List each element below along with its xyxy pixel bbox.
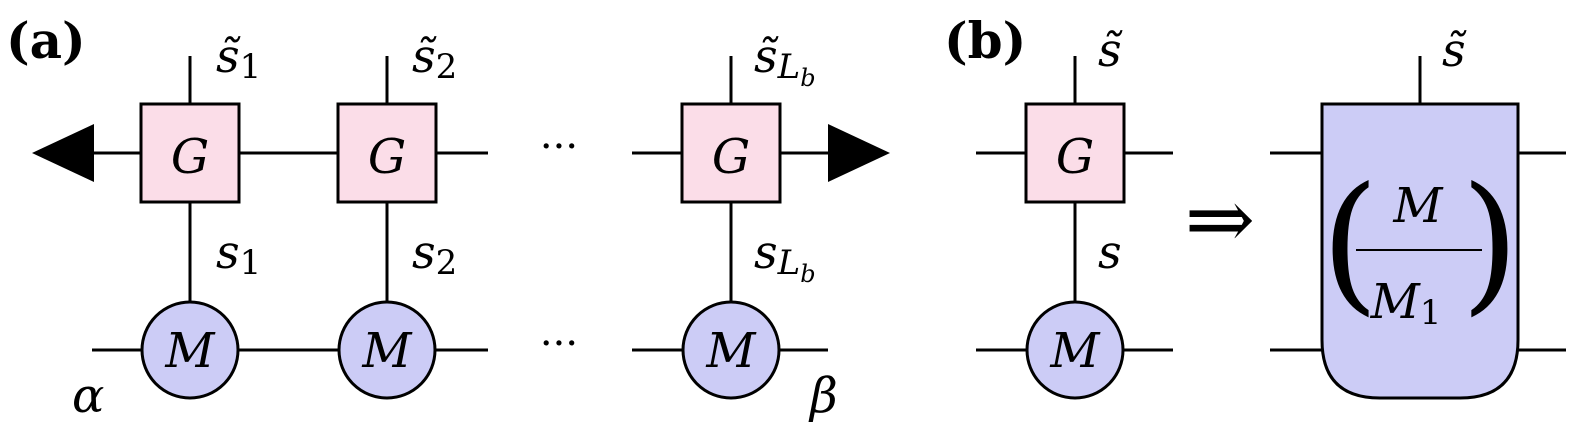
mps-m-1-label: M — [164, 323, 216, 379]
b-mps-m — [1025, 300, 1125, 400]
implies-arrow: ⇒ — [1185, 170, 1255, 268]
b-index-s-tilde: s̃ — [1098, 23, 1123, 77]
bond-index-alpha: α — [72, 368, 104, 424]
index-s-2: s2 — [412, 225, 457, 283]
b-index-s: s — [1098, 225, 1122, 279]
gate-g-lb — [680, 102, 782, 204]
gate-g-2-label: G — [368, 129, 406, 185]
b-mps-m-label: M — [1049, 323, 1101, 379]
gate-g-1-label: G — [171, 129, 209, 185]
right-arrow-icon — [828, 124, 890, 182]
panel-a-label: (a) — [6, 11, 86, 70]
index-s-1: s1 — [216, 225, 261, 283]
fraction-numerator: M — [1392, 178, 1444, 234]
mps-m-lb-label: M — [705, 323, 757, 379]
b-gate-g-label: G — [1056, 129, 1094, 185]
fraction-open-paren: ( — [1321, 156, 1380, 330]
index-s-tilde-1: s̃1 — [216, 29, 261, 87]
bond-index-beta: β — [808, 368, 838, 424]
index-s-tilde-2: s̃2 — [412, 29, 457, 87]
gate-g-2 — [336, 102, 438, 204]
panel-b-label: (b) — [944, 11, 1026, 70]
combined-index-s-tilde: s̃ — [1442, 23, 1467, 77]
index-s-tilde-lb: s̃Lb — [754, 29, 816, 92]
mps-m-lb — [681, 300, 781, 400]
left-arrow-icon — [32, 124, 94, 182]
ellipsis-top: ··· — [540, 124, 578, 170]
ellipsis-bottom: ··· — [540, 321, 578, 367]
index-s-lb: sLb — [754, 225, 816, 288]
fraction-close-paren: ) — [1461, 156, 1520, 330]
b-gate-g — [1024, 102, 1126, 204]
mps-m-2 — [337, 300, 437, 400]
mps-m-1 — [140, 300, 240, 400]
gate-g-lb-label: G — [712, 129, 750, 185]
gate-g-1 — [139, 102, 241, 204]
fraction-denominator: M1 — [1370, 274, 1442, 333]
mps-m-2-label: M — [361, 323, 413, 379]
